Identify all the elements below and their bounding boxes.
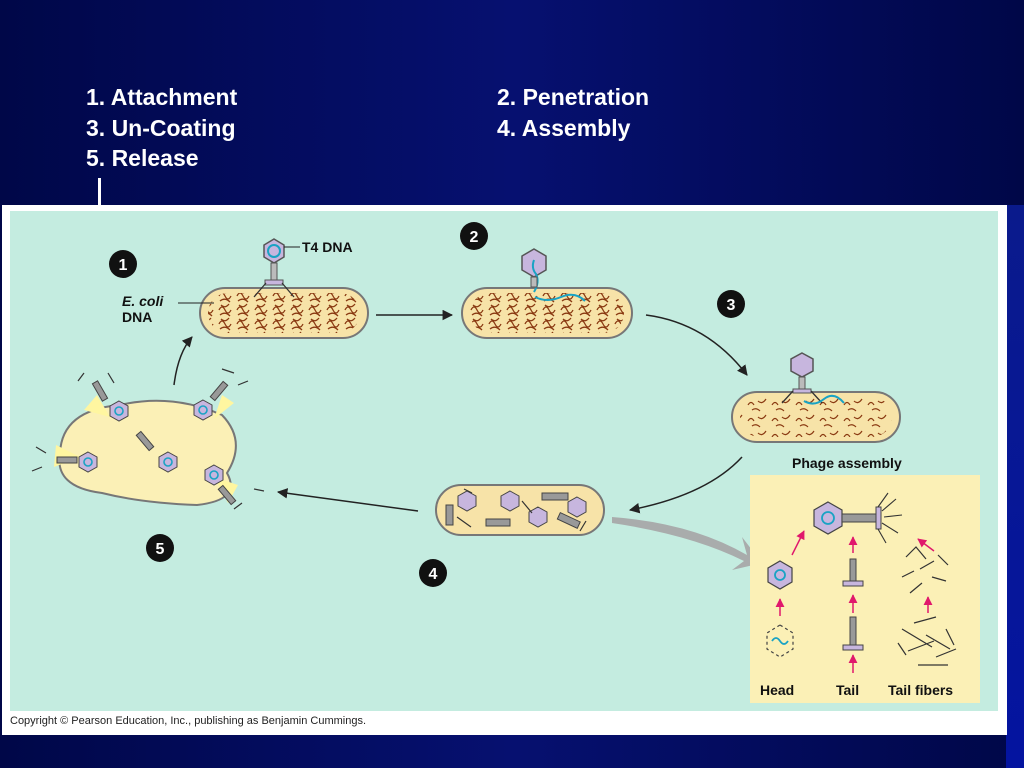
arrow-2-to-3 (645, 314, 748, 376)
cell-penetration (461, 248, 633, 339)
svg-text:4: 4 (429, 566, 438, 583)
zoom-arrow (612, 517, 762, 570)
slide-side-strip (1006, 205, 1024, 768)
cell-uncoating (731, 352, 901, 443)
step-uncoating: 3. Un-Coating (86, 115, 236, 141)
arrow-5-to-1 (173, 336, 193, 386)
lytic-cycle-figure: Copyright © Pearson Education, Inc., pub… (2, 205, 1007, 735)
step-assembly: 4. Assembly (497, 115, 631, 141)
badge-1: 1 (109, 250, 137, 278)
tail-label: Tail (836, 682, 859, 698)
badge-3: 3 (717, 290, 745, 318)
cell-attachment: T4 DNA E. coli DNA (122, 238, 369, 339)
ecoli-dna-label: DNA (122, 309, 152, 325)
step-release: 5. Release (86, 145, 199, 171)
lytic-cycle-diagram: 1 2 3 4 5 T4 DNA (31, 222, 980, 703)
badge-4: 4 (419, 559, 447, 587)
arrow-4-to-5 (276, 488, 419, 512)
arrow-3-to-4 (628, 456, 743, 514)
divider-line (98, 178, 101, 206)
cell-release (31, 368, 265, 510)
cell-assembly (435, 484, 605, 536)
badge-2: 2 (460, 222, 488, 250)
svg-text:1: 1 (119, 257, 128, 274)
phage-assembly-box: Phage assembly Head Tail (750, 455, 980, 703)
step-penetration: 2. Penetration (497, 84, 650, 110)
ecoli-label: E. coli (122, 293, 164, 309)
step-list: 1. Attachment 2. Penetration 3. Un-Coati… (0, 84, 1024, 184)
tail-fibers-label: Tail fibers (888, 682, 953, 698)
svg-text:3: 3 (727, 297, 736, 314)
svg-text:2: 2 (470, 229, 479, 246)
head-label: Head (760, 682, 794, 698)
svg-text:5: 5 (156, 541, 165, 558)
phage-assembly-title: Phage assembly (792, 455, 902, 471)
copyright-text: Copyright © Pearson Education, Inc., pub… (10, 715, 367, 727)
t4-dna-label: T4 DNA (302, 239, 353, 255)
badge-5: 5 (146, 534, 174, 562)
step-attachment: 1. Attachment (86, 84, 238, 110)
